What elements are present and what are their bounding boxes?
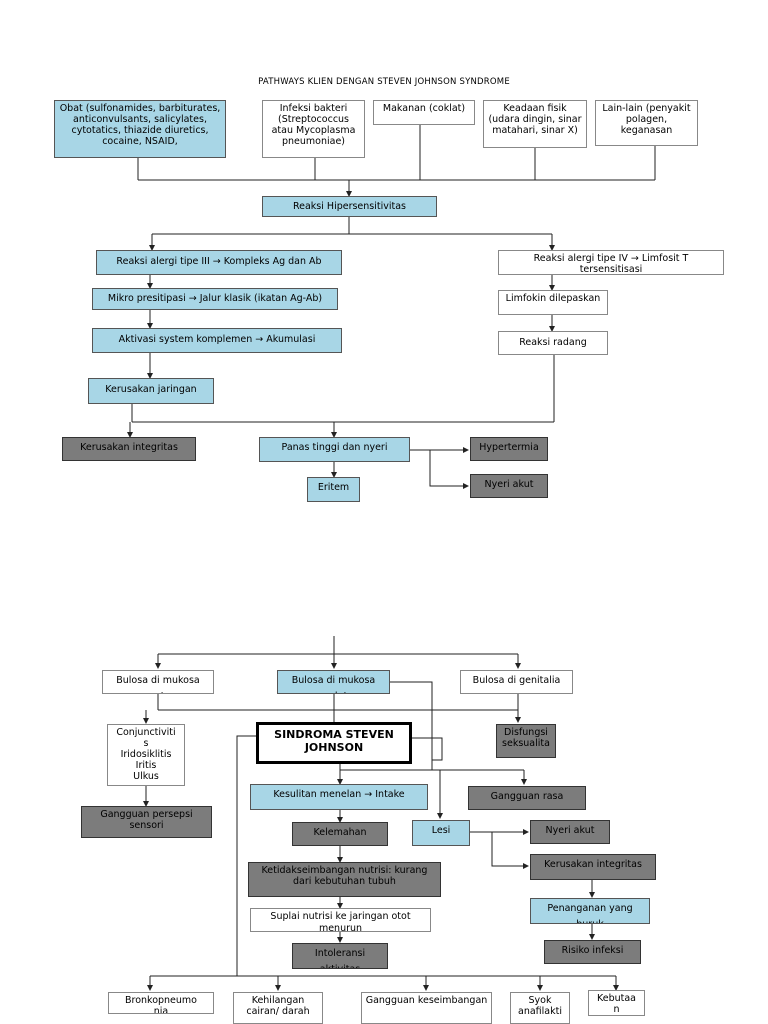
node-bulosa-genitalia: Bulosa di genitalia [460, 670, 573, 694]
node-gangguan-rasa-nyaman: Gangguan rasa nyaman [468, 786, 586, 810]
node-obat: Obat (sulfonamides, barbiturates, antico… [54, 100, 226, 158]
node-bulosa-mulut: Bulosa di mukosa mulut [277, 670, 390, 694]
node-lain-lain: Lain-lain (penyakit polagen, keganasan [595, 100, 698, 146]
node-nyeri-akut-1: Nyeri akut [470, 474, 548, 498]
node-limfokin: Limfokin dilepaskan [498, 290, 608, 315]
node-kerusakan-integritas-2: Kerusakan integritas [530, 854, 656, 880]
node-suplai-nutrisi: Suplai nutrisi ke jaringan otot menurun [250, 908, 431, 932]
node-kesulitan-menelan: Kesulitan menelan → Intake [250, 784, 428, 810]
node-intoleransi-aktivitas: Intoleransi aktivitas [292, 943, 388, 969]
diagram-title: PATHWAYS KLIEN DENGAN STEVEN JOHNSON SYN… [258, 77, 510, 87]
node-reaksi-alergi-tipe-4: Reaksi alergi tipe IV → Limfosit T terse… [498, 250, 724, 275]
node-mikro-presitipasi: Mikro presitipasi → Jalur klasik (ikatan… [92, 288, 338, 310]
node-disfungsi-seksualitas: Disfungsi seksualita [496, 724, 556, 758]
node-aktivasi-komplemen: Aktivasi system komplemen → Akumulasi [92, 328, 342, 353]
node-bronkopneumonia: Bronkopneumo nia [108, 992, 214, 1014]
node-hypertermia: Hypertermia [470, 437, 548, 461]
node-kebutuhan: Kebutaa n [588, 990, 645, 1016]
node-kerusakan-integritas-1: Kerusakan integritas [62, 437, 196, 461]
node-panas-tinggi: Panas tinggi dan nyeri [259, 437, 410, 462]
node-reaksi-radang: Reaksi radang [498, 331, 608, 355]
node-penanganan-buruk: Penanganan yang buruk [530, 898, 650, 924]
node-reaksi-hipersensitivitas: Reaksi Hipersensitivitas [262, 196, 437, 217]
node-eritem: Eritem [307, 477, 360, 502]
node-nyeri-akut-2: Nyeri akut [530, 820, 610, 844]
node-gangguan-keseimbangan: Gangguan keseimbangan [361, 992, 492, 1024]
node-lesi: Lesi [412, 820, 470, 846]
node-ketidakseimbangan-nutrisi: Ketidakseimbangan nutrisi: kurang dari k… [248, 862, 441, 897]
node-keadaan-fisik: Keadaan fisik (udara dingin, sinar matah… [483, 100, 587, 148]
node-kehilangan-cairan: Kehilangan cairan/ darah [233, 992, 323, 1024]
node-kerusakan-jaringan: Kerusakan jaringan [88, 378, 214, 404]
node-kelemahan: Kelemahan [292, 822, 388, 846]
node-reaksi-alergi-tipe-3: Reaksi alergi tipe III → Kompleks Ag dan… [96, 250, 342, 275]
node-sindroma-steven-johnson: SINDROMA STEVEN JOHNSON [256, 722, 412, 764]
node-risiko-infeksi: Risiko infeksi [544, 940, 641, 964]
node-makanan: Makanan (coklat) [373, 100, 475, 125]
node-bulosa-mata: Bulosa di mukosa mata [102, 670, 214, 694]
node-infeksi-bakteri: Infeksi bakteri (Streptococcus atau Myco… [262, 100, 365, 158]
node-gangguan-persepsi-sensori: Gangguan persepsi sensori [81, 806, 212, 838]
node-syok-anafilaktik: Syok anafilakti [510, 992, 570, 1024]
node-conjunctivitis: Conjunctiviti s Iridosiklitis Iritis Ulk… [107, 724, 185, 786]
